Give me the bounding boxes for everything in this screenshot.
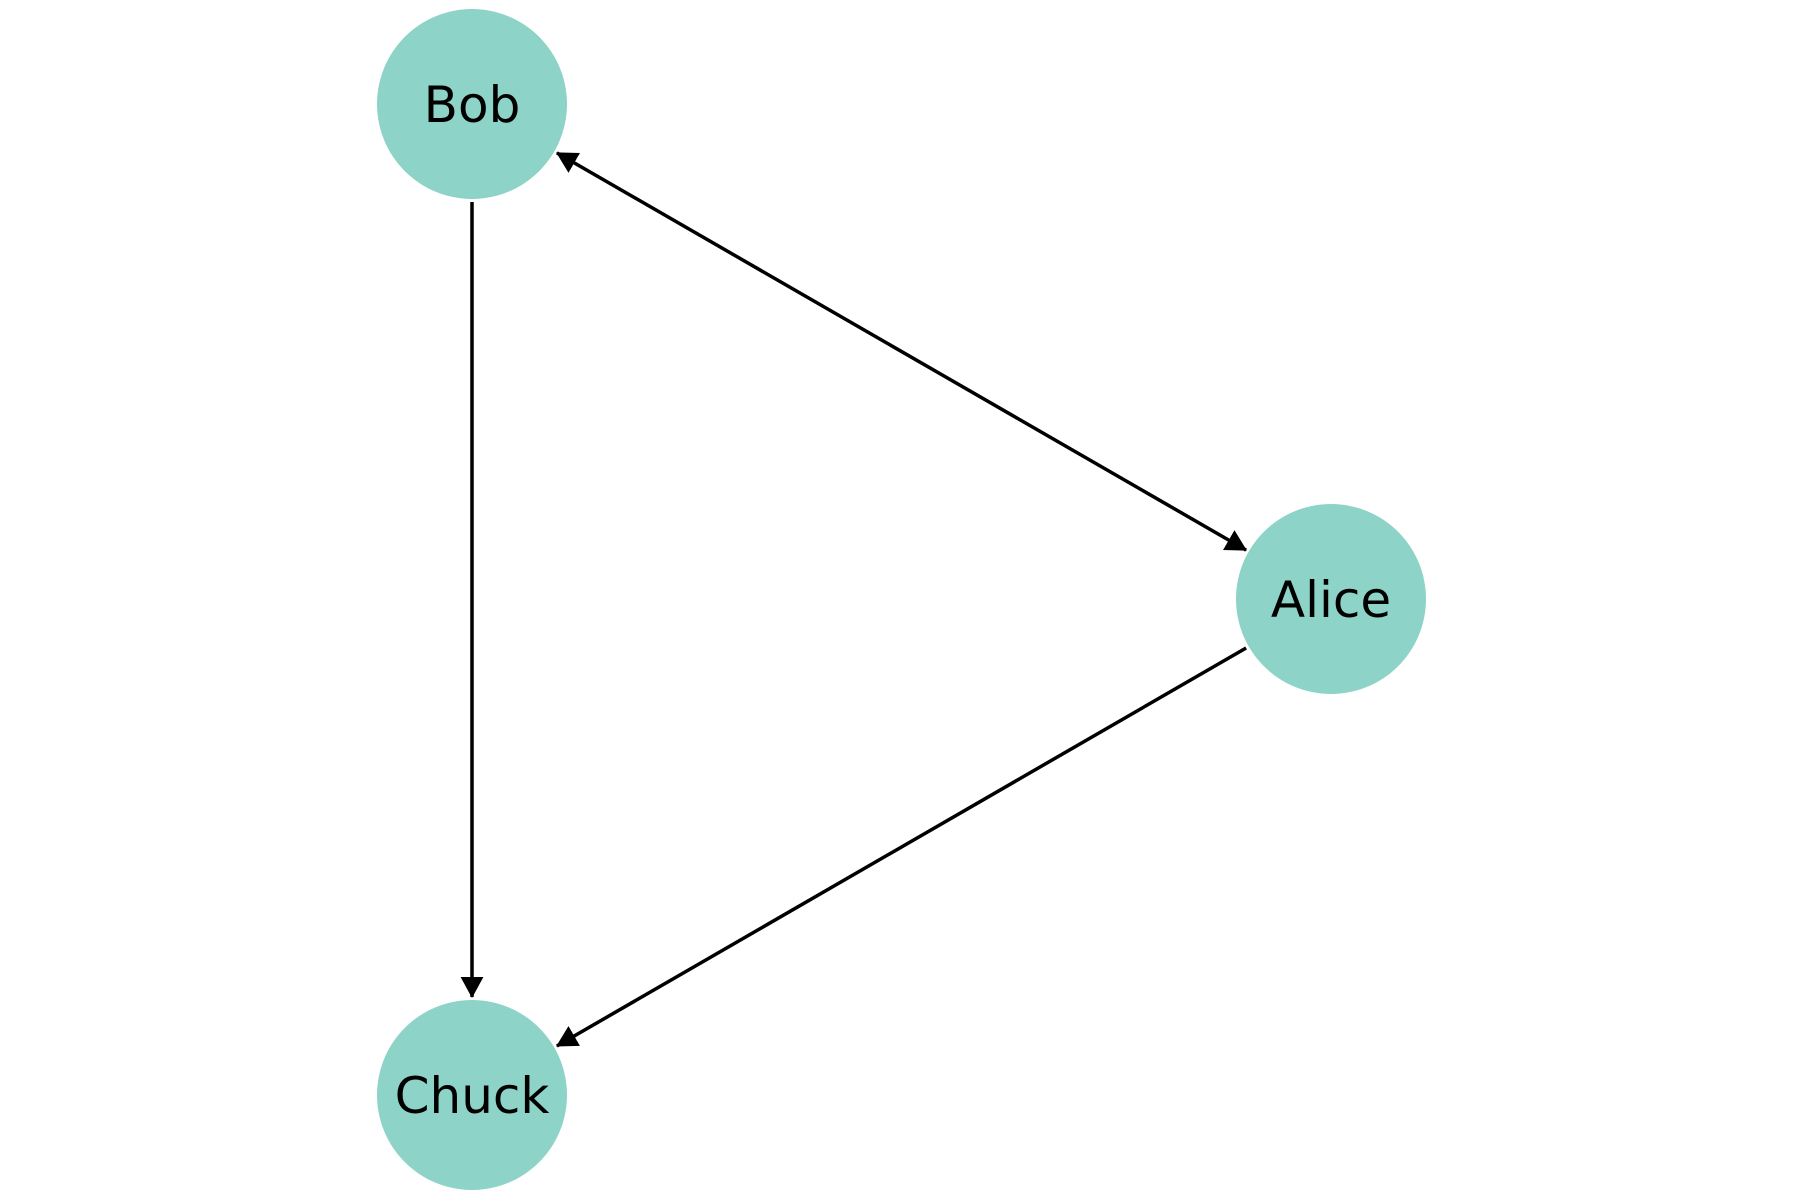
edges-layer [460, 151, 1247, 1048]
node-bob: Bob [377, 9, 567, 199]
node-circle-chuck [377, 1000, 567, 1190]
edge-alice-chuck [556, 646, 1247, 1048]
node-circle-alice [1236, 504, 1426, 694]
node-label-bob: Bob [424, 76, 521, 134]
edge-bob-alice [556, 151, 1247, 552]
node-alice: Alice [1236, 504, 1426, 694]
node-chuck: Chuck [377, 1000, 567, 1190]
node-label-alice: Alice [1271, 571, 1391, 629]
node-label-chuck: Chuck [395, 1067, 550, 1125]
node-circle-bob [377, 9, 567, 199]
